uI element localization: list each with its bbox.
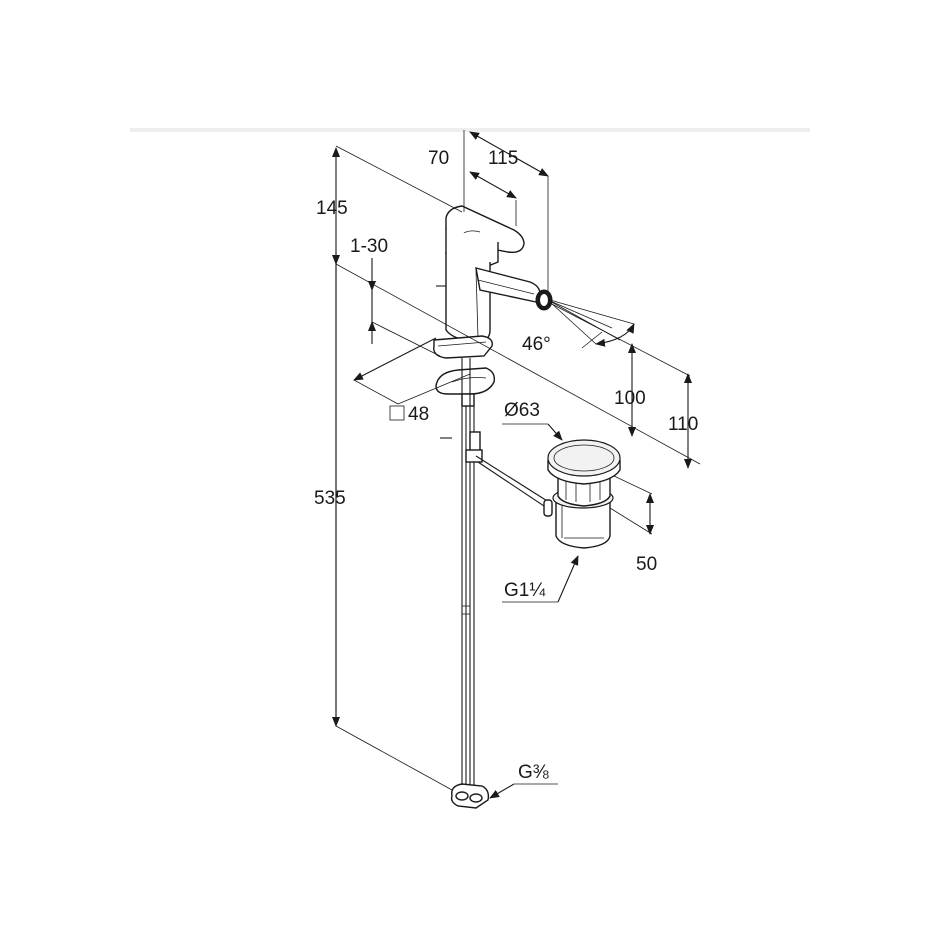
dim-535: 535 [314, 488, 346, 509]
dim-115: 115 [488, 148, 518, 169]
dim-100: 100 [614, 388, 646, 409]
dim-63-diameter: Ø63 [504, 400, 540, 421]
dimension-labels: 70 115 145 1-30 46° 48 Ø63 100 110 535 5… [314, 148, 698, 783]
thread-g1-1-4: G1¼ [504, 580, 546, 601]
dim-48: 48 [408, 404, 429, 425]
dim-70: 70 [428, 148, 449, 169]
body-column [445, 252, 491, 341]
square-symbol [389, 405, 405, 421]
base-plate [433, 335, 493, 359]
faucet [433, 205, 553, 809]
plug-head [547, 439, 621, 477]
waste-body [555, 498, 611, 549]
thread-g3-8: G⅜ [518, 762, 549, 783]
dim-110: 110 [668, 414, 698, 435]
dim-145: 145 [316, 198, 348, 219]
dimension-lines [332, 130, 701, 799]
mounting-flange [435, 367, 496, 395]
dim-50: 50 [636, 554, 657, 575]
dim-1-30: 1-30 [350, 236, 388, 257]
pop-up-waste [543, 439, 621, 549]
dim-46-degrees: 46° [522, 334, 551, 355]
top-divider [130, 128, 810, 132]
